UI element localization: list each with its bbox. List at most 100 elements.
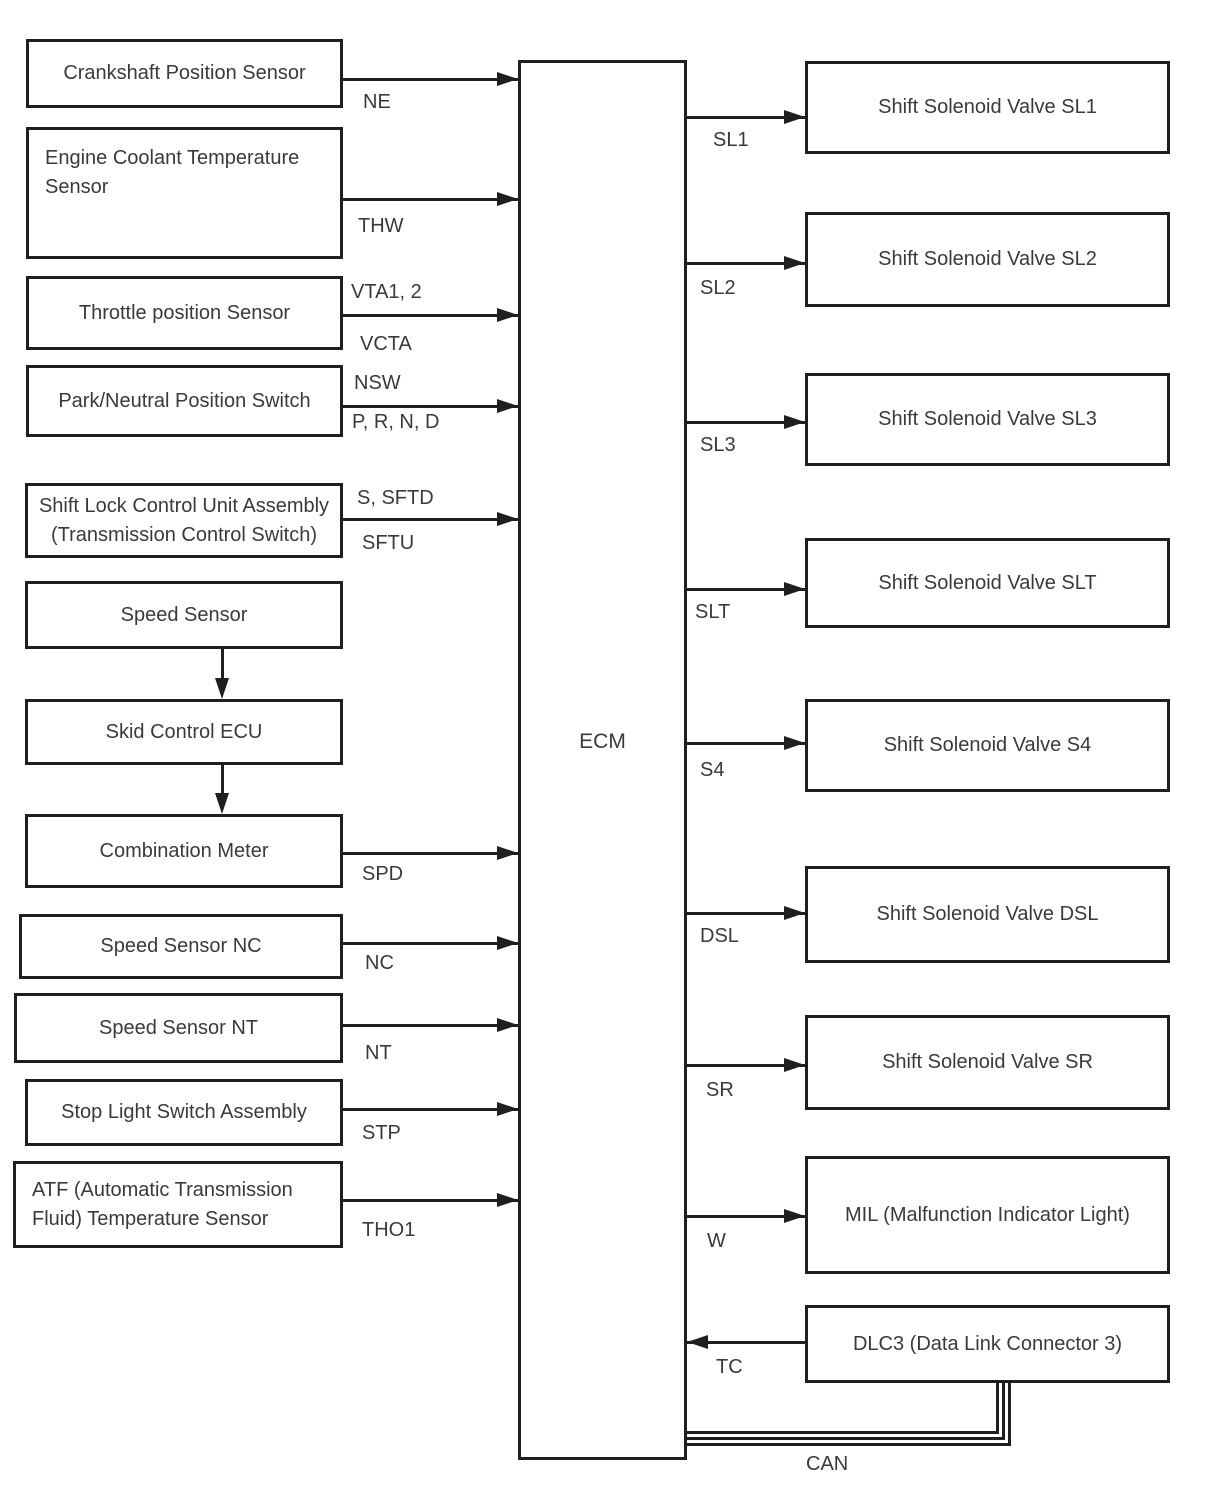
node-label: Speed Sensor NT: [99, 1016, 258, 1039]
signal-label-tho1: THO1: [362, 1219, 416, 1241]
node-park-neutral-position-switch: Park/Neutral Position Switch: [26, 365, 343, 437]
sl3-arrowhead: [784, 415, 805, 429]
signal-label-vcta: VCTA: [360, 333, 412, 355]
slt-arrowhead: [784, 582, 805, 596]
sl3-arrow-shaft: [687, 421, 805, 424]
tc-arrow-shaft: [687, 1341, 805, 1344]
node-label: Shift Solenoid Valve SL2: [878, 248, 1097, 270]
dsl-arrow-shaft: [687, 912, 805, 915]
node-shift-solenoid-valve-s4: Shift Solenoid Valve S4: [805, 699, 1170, 792]
ne-arrowhead: [497, 72, 518, 86]
sl1-arrowhead: [784, 110, 805, 124]
node-speed-sensor: Speed Sensor: [25, 581, 343, 649]
signal-label-prnd: P, R, N, D: [352, 411, 440, 433]
node-label-line2: Fluid) Temperature Sensor: [32, 1207, 269, 1230]
node-shift-solenoid-valve-sr: Shift Solenoid Valve SR: [805, 1015, 1170, 1110]
node-shift-solenoid-valve-sl2: Shift Solenoid Valve SL2: [805, 212, 1170, 307]
sl1-arrow-shaft: [687, 116, 805, 119]
signal-label-dsl: DSL: [700, 925, 739, 947]
skid-ecu-to-combination-meter-arrow-shaft: [221, 765, 224, 807]
node-atf-temperature-sensor: ATF (Automatic Transmission Fluid) Tempe…: [13, 1161, 343, 1248]
stp-arrowhead: [497, 1102, 518, 1116]
signal-label-tc: TC: [716, 1356, 743, 1378]
node-crankshaft-position-sensor: Crankshaft Position Sensor: [26, 39, 343, 108]
node-dlc3: DLC3 (Data Link Connector 3): [805, 1305, 1170, 1383]
node-label: Shift Solenoid Valve DSL: [876, 903, 1099, 925]
w-arrowhead: [784, 1209, 805, 1223]
node-shift-solenoid-valve-slt: Shift Solenoid Valve SLT: [805, 538, 1170, 628]
nc-arrow-shaft: [343, 942, 518, 945]
skid-ecu-to-combination-meter-arrowhead: [215, 793, 229, 814]
nsw-arrow-shaft: [343, 405, 518, 408]
node-stop-light-switch-assembly: Stop Light Switch Assembly: [25, 1079, 343, 1146]
signal-label-nsw: NSW: [354, 372, 401, 394]
node-label: Speed Sensor: [120, 603, 248, 626]
sl2-arrowhead: [784, 256, 805, 270]
node-shift-solenoid-valve-sl1: Shift Solenoid Valve SL1: [805, 61, 1170, 154]
nc-arrowhead: [497, 936, 518, 950]
s4-arrow-shaft: [687, 742, 805, 745]
signal-label-stp: STP: [362, 1122, 401, 1144]
w-arrow-shaft: [687, 1215, 805, 1218]
node-throttle-position-sensor: Throttle position Sensor: [26, 276, 343, 350]
signal-label-thw: THW: [358, 215, 404, 237]
node-label-line1: ATF (Automatic Transmission: [32, 1178, 293, 1201]
spd-arrow-shaft: [343, 852, 518, 855]
node-engine-coolant-temperature-sensor: Engine Coolant Temperature Sensor: [26, 127, 343, 259]
sr-arrowhead: [784, 1058, 805, 1072]
spd-arrowhead: [497, 846, 518, 860]
slt-arrow-shaft: [687, 588, 805, 591]
ecm-label: ECM: [579, 730, 626, 753]
ne-arrow-shaft: [343, 78, 518, 81]
nt-arrowhead: [497, 1018, 518, 1032]
nt-arrow-shaft: [343, 1024, 518, 1027]
signal-label-vta12: VTA1, 2: [351, 281, 422, 303]
nsw-arrowhead: [497, 399, 518, 413]
stp-arrow-shaft: [343, 1108, 518, 1111]
speed-sensor-to-skid-ecu-arrow-shaft: [221, 649, 224, 691]
signal-label-w: W: [707, 1230, 726, 1252]
node-label: Stop Light Switch Assembly: [61, 1101, 307, 1123]
sr-arrow-shaft: [687, 1064, 805, 1067]
can-bus-line-outer: [687, 1383, 1011, 1446]
signal-label-nt: NT: [365, 1042, 392, 1064]
thw-arrow-shaft: [343, 198, 518, 201]
node-label: Shift Solenoid Valve SL3: [878, 408, 1097, 430]
signal-label-s-sftd: S, SFTD: [357, 487, 434, 509]
signal-label-sr: SR: [706, 1079, 734, 1101]
can-bus-line-middle: [687, 1383, 1005, 1440]
node-label: Shift Solenoid Valve S4: [883, 734, 1092, 756]
vta-arrow-shaft: [343, 314, 518, 317]
node-mil: MIL (Malfunction Indicator Light): [805, 1156, 1170, 1274]
node-shift-lock-control-unit-assembly: Shift Lock Control Unit Assembly (Transm…: [25, 483, 343, 558]
node-label: DLC3 (Data Link Connector 3): [852, 1332, 1122, 1355]
node-shift-solenoid-valve-sl3: Shift Solenoid Valve SL3: [805, 373, 1170, 466]
signal-label-sl3: SL3: [700, 434, 736, 456]
signal-label-s4: S4: [700, 759, 725, 781]
signal-label-sftu: SFTU: [362, 532, 415, 554]
node-speed-sensor-nc: Speed Sensor NC: [19, 914, 343, 979]
node-combination-meter: Combination Meter: [25, 814, 343, 888]
node-skid-control-ecu: Skid Control ECU: [25, 699, 343, 765]
tho1-arrow-shaft: [343, 1199, 518, 1202]
node-label: MIL (Malfunction Indicator Light): [845, 1203, 1130, 1226]
node-label: Combination Meter: [99, 839, 269, 862]
node-label-line2: (Transmission Control Switch): [51, 523, 317, 546]
node-label: Throttle position Sensor: [78, 301, 291, 324]
sftd-arrowhead: [497, 512, 518, 526]
s4-arrowhead: [784, 736, 805, 750]
node-ecm: [518, 60, 687, 1460]
speed-sensor-to-skid-ecu-arrowhead: [215, 678, 229, 699]
node-label-line1: Engine Coolant Temperature: [45, 147, 300, 169]
node-speed-sensor-nt: Speed Sensor NT: [14, 993, 343, 1063]
signal-label-sl1: SL1: [713, 129, 749, 151]
node-label: Shift Solenoid Valve SL1: [878, 96, 1097, 118]
signal-label-sl2: SL2: [700, 277, 736, 299]
vta-arrowhead: [497, 308, 518, 322]
tho1-arrowhead: [497, 1193, 518, 1207]
node-shift-solenoid-valve-dsl: Shift Solenoid Valve DSL: [805, 866, 1170, 963]
node-label: Speed Sensor NC: [100, 935, 262, 957]
node-label: Skid Control ECU: [105, 720, 263, 743]
signal-label-ne: NE: [363, 91, 391, 113]
